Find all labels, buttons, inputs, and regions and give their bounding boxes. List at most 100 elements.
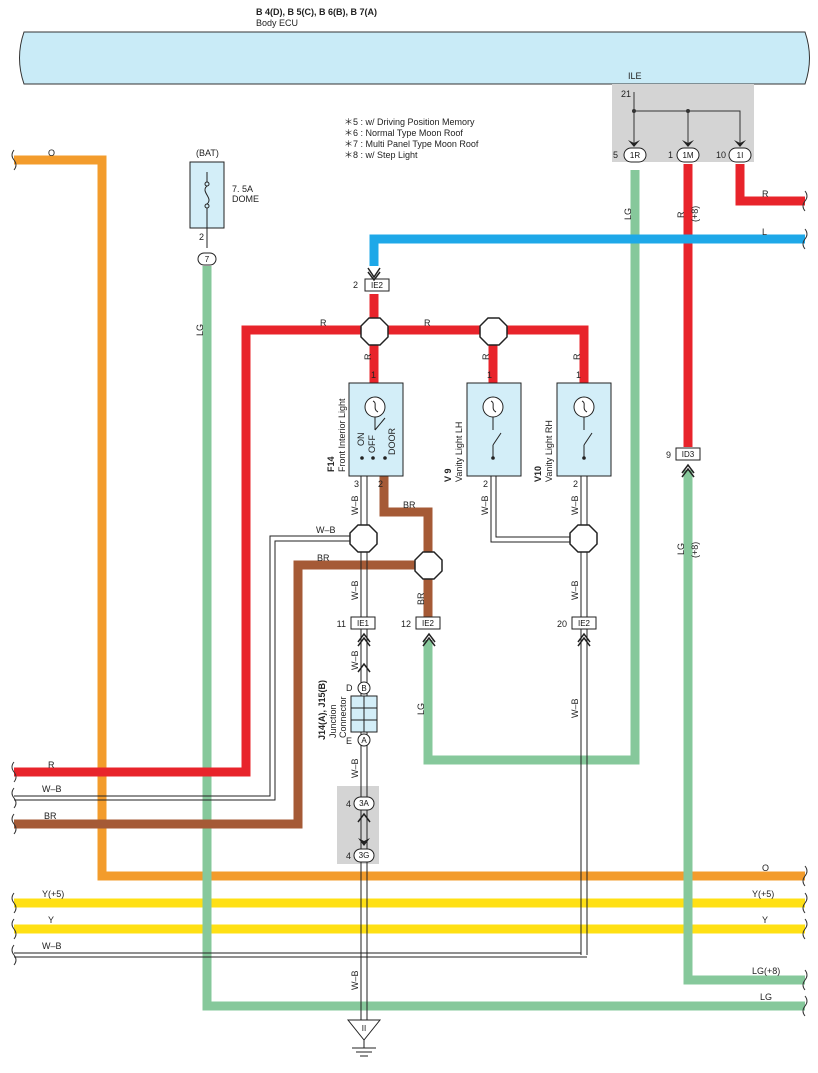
svg-text:R: R xyxy=(320,318,327,328)
svg-text:Junction: Junction xyxy=(328,704,338,738)
svg-text:J14(A), J15(B): J14(A), J15(B) xyxy=(317,680,327,740)
svg-text:R: R xyxy=(363,353,373,360)
svg-text:BR: BR xyxy=(416,592,426,605)
wire-red-bus xyxy=(14,325,589,777)
svg-text:O: O xyxy=(48,148,55,158)
conn-id3: ID3 9 xyxy=(666,447,701,461)
svg-text:4: 4 xyxy=(346,799,351,809)
svg-text:IE2: IE2 xyxy=(578,619,591,628)
fuse-name: DOME xyxy=(232,194,259,204)
svg-text:Vanity Light LH: Vanity Light LH xyxy=(454,422,464,482)
svg-text:1R: 1R xyxy=(630,151,640,160)
ecu-pin-1i: 1I 10 xyxy=(716,147,752,163)
svg-text:BR: BR xyxy=(317,553,330,563)
fuse-rating: 7. 5A xyxy=(232,184,253,194)
svg-text:ON: ON xyxy=(356,433,366,447)
svg-text:L: L xyxy=(762,227,767,237)
ecu-connectors-label: B 4(D), B 5(C), B 6(B), B 7(A) xyxy=(256,7,377,17)
wire-green-main xyxy=(202,266,805,1011)
svg-text:12: 12 xyxy=(401,619,411,629)
wire-labels: O R L R R R R R LG R (+8) LG LG (+8) LG … xyxy=(42,148,780,1002)
svg-text:3A: 3A xyxy=(359,799,369,808)
svg-text:V10: V10 xyxy=(533,466,543,482)
notes: ＊5 : w/ Driving Position Memory ＊6 : Nor… xyxy=(344,117,479,160)
svg-text:2: 2 xyxy=(483,479,488,489)
conn-ie2-right: IE2 20 xyxy=(557,616,597,630)
svg-text:W–B: W–B xyxy=(350,650,360,670)
svg-text:R: R xyxy=(762,189,769,199)
svg-text:2: 2 xyxy=(573,479,578,489)
svg-text:1: 1 xyxy=(576,370,581,380)
svg-text:W–B: W–B xyxy=(42,941,62,951)
ground-symbol: II xyxy=(346,1019,382,1057)
note-8: ＊8 : w/ Step Light xyxy=(344,150,418,160)
svg-text:5: 5 xyxy=(613,150,618,160)
fuse-supply: (BAT) xyxy=(196,148,219,158)
svg-text:O: O xyxy=(762,863,769,873)
svg-text:(+8): (+8) xyxy=(690,542,700,558)
conn-ie2-top: IE2 2 xyxy=(353,267,390,292)
svg-text:R: R xyxy=(481,353,491,360)
svg-text:Y: Y xyxy=(48,915,54,925)
f14-front-interior-light: 1 ON OFF DOOR F14 Front Interior Light 3… xyxy=(326,370,404,489)
conn-ie1: IE1 11 xyxy=(337,616,376,630)
svg-text:E: E xyxy=(346,736,352,746)
svg-text:LG: LG xyxy=(676,543,686,555)
svg-text:Front Interior Light: Front Interior Light xyxy=(337,398,347,472)
wire-red-1i xyxy=(735,164,805,206)
note-7: ＊7 : Multi Panel Type Moon Roof xyxy=(344,139,479,149)
svg-text:Y(+5): Y(+5) xyxy=(42,889,64,899)
svg-text:W–B: W–B xyxy=(350,580,360,600)
svg-text:D: D xyxy=(346,683,353,693)
svg-text:W–B: W–B xyxy=(42,784,62,794)
svg-text:W–B: W–B xyxy=(570,580,580,600)
svg-text:IE2: IE2 xyxy=(422,619,435,628)
wire-wb xyxy=(14,476,588,1020)
svg-text:R: R xyxy=(676,211,686,218)
svg-text:LG(+8): LG(+8) xyxy=(752,966,780,976)
svg-text:DOOR: DOOR xyxy=(387,427,397,455)
ecu-pin-1m: 1M 1 xyxy=(668,147,700,163)
svg-text:10: 10 xyxy=(716,150,726,160)
svg-text:W–B: W–B xyxy=(570,495,580,515)
svg-text:A: A xyxy=(361,736,367,745)
svg-text:9: 9 xyxy=(666,450,671,460)
fuse-pin: 2 xyxy=(199,232,204,242)
svg-text:2: 2 xyxy=(353,280,358,290)
svg-text:W–B: W–B xyxy=(350,758,360,778)
svg-text:R: R xyxy=(572,353,582,360)
svg-text:F14: F14 xyxy=(326,456,336,472)
svg-text:BR: BR xyxy=(403,500,416,510)
junction-connector: J14(A), J15(B) Junction Connector B D A … xyxy=(317,680,378,747)
svg-text:11: 11 xyxy=(337,619,346,629)
svg-text:B: B xyxy=(361,684,366,693)
svg-text:II: II xyxy=(362,1024,366,1033)
conn-ie2-mid: IE2 12 xyxy=(401,616,441,630)
svg-text:20: 20 xyxy=(557,619,567,629)
wire-orange xyxy=(14,155,805,881)
svg-text:W–B: W–B xyxy=(350,495,360,515)
v9-vanity-light-lh: 1 V 9 Vanity Light LH 2 xyxy=(443,370,522,489)
note-5: ＊5 : w/ Driving Position Memory xyxy=(344,117,475,127)
svg-text:1: 1 xyxy=(371,370,376,380)
svg-text:W–B: W–B xyxy=(316,525,336,535)
svg-text:LG: LG xyxy=(623,208,633,220)
wire-brown-left xyxy=(14,560,428,829)
svg-text:4: 4 xyxy=(346,851,351,861)
ecu-terminal-group: ILE xyxy=(628,71,642,81)
wire-green-id3 xyxy=(683,470,805,985)
fuse-conn: 7 xyxy=(205,255,210,264)
fuse-dome: (BAT) 7. 5A DOME 2 7 xyxy=(189,148,259,266)
svg-text:R: R xyxy=(424,318,431,328)
svg-text:W–B: W–B xyxy=(570,698,580,718)
svg-text:1: 1 xyxy=(668,150,673,160)
svg-text:V 9: V 9 xyxy=(443,468,453,482)
conn-3a-3g: 3A 4 3G 4 xyxy=(337,786,379,864)
svg-text:1: 1 xyxy=(487,370,492,380)
svg-text:W–B: W–B xyxy=(480,495,490,515)
ecu-pin-1r: 1R 5 xyxy=(613,147,647,163)
svg-text:ID3: ID3 xyxy=(682,450,695,459)
svg-text:R: R xyxy=(48,760,55,770)
note-6: ＊6 : Normal Type Moon Roof xyxy=(344,128,463,138)
svg-text:LG: LG xyxy=(416,703,426,715)
